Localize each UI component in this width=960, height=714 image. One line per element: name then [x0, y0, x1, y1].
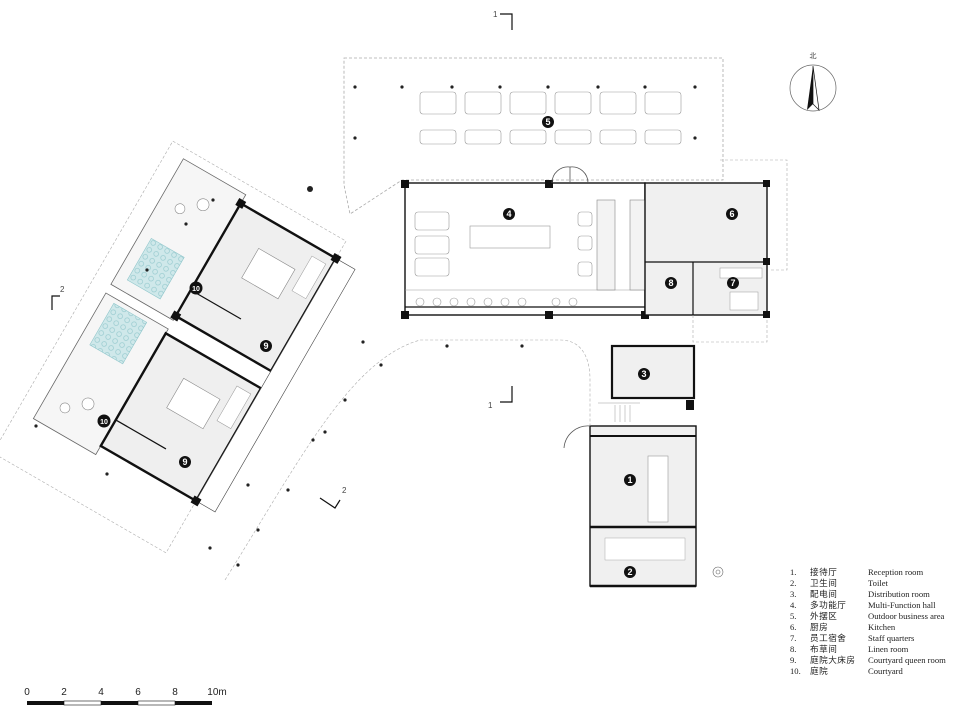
- scale-label: 4: [98, 687, 104, 698]
- scale-label: 10m: [207, 687, 227, 698]
- outdoor-table-grid: [419, 91, 682, 145]
- svg-text:1: 1: [488, 401, 493, 410]
- section-2-left: 2: [51, 285, 65, 310]
- scale-label: 0: [24, 687, 30, 698]
- svg-text:10: 10: [100, 419, 108, 426]
- service-block: [644, 159, 788, 343]
- section-markers: 1 1 2 2: [51, 10, 513, 509]
- scale-bar: [27, 700, 212, 706]
- svg-text:7: 7: [730, 278, 735, 288]
- marker-5: 5: [542, 116, 554, 128]
- marker-9b: 9: [179, 456, 191, 468]
- svg-text:10: 10: [192, 286, 200, 293]
- svg-text:1: 1: [493, 10, 498, 19]
- svg-text:9: 9: [263, 341, 268, 351]
- north-arrow: 北: [789, 52, 837, 112]
- svg-text:1: 1: [627, 475, 632, 485]
- svg-text:3: 3: [641, 369, 646, 379]
- svg-text:2: 2: [60, 285, 65, 294]
- svg-text:8: 8: [668, 278, 673, 288]
- section-1-bottom: 1: [488, 386, 513, 410]
- marker-7: 7: [727, 277, 739, 289]
- svg-text:9: 9: [182, 457, 187, 467]
- marker-6: 6: [726, 208, 738, 220]
- marker-3: 3: [638, 368, 650, 380]
- scale-label: 8: [172, 687, 178, 698]
- small-compass-icon: [712, 566, 724, 578]
- svg-text:5: 5: [545, 117, 550, 127]
- marker-10a: 10: [189, 281, 203, 295]
- outdoor-business-area: [307, 57, 724, 215]
- scale-label: 6: [135, 687, 141, 698]
- svg-text:6: 6: [729, 209, 734, 219]
- marker-2: 2: [624, 566, 636, 578]
- svg-text:北: 北: [810, 52, 817, 60]
- reception-block: [563, 402, 697, 588]
- marker-8: 8: [665, 277, 677, 289]
- marker-1: 1: [624, 474, 636, 486]
- distribution-room: [610, 344, 696, 410]
- marker-4: 4: [503, 208, 515, 220]
- section-1-top: 1: [493, 10, 513, 30]
- marker-10b: 10: [97, 414, 111, 428]
- pathway: [224, 339, 591, 581]
- courtyard-room-wing: [0, 140, 356, 554]
- svg-text:2: 2: [627, 567, 632, 577]
- scale-label: 2: [61, 687, 67, 698]
- svg-text:2: 2: [342, 486, 347, 495]
- marker-9a: 9: [260, 340, 272, 352]
- svg-text:4: 4: [506, 209, 511, 219]
- section-2-right: 2: [319, 486, 347, 509]
- room-markers: 1 2 3 4 5 6 7 8 9 9 10 10: [97, 116, 739, 578]
- multi-function-hall: [401, 166, 649, 319]
